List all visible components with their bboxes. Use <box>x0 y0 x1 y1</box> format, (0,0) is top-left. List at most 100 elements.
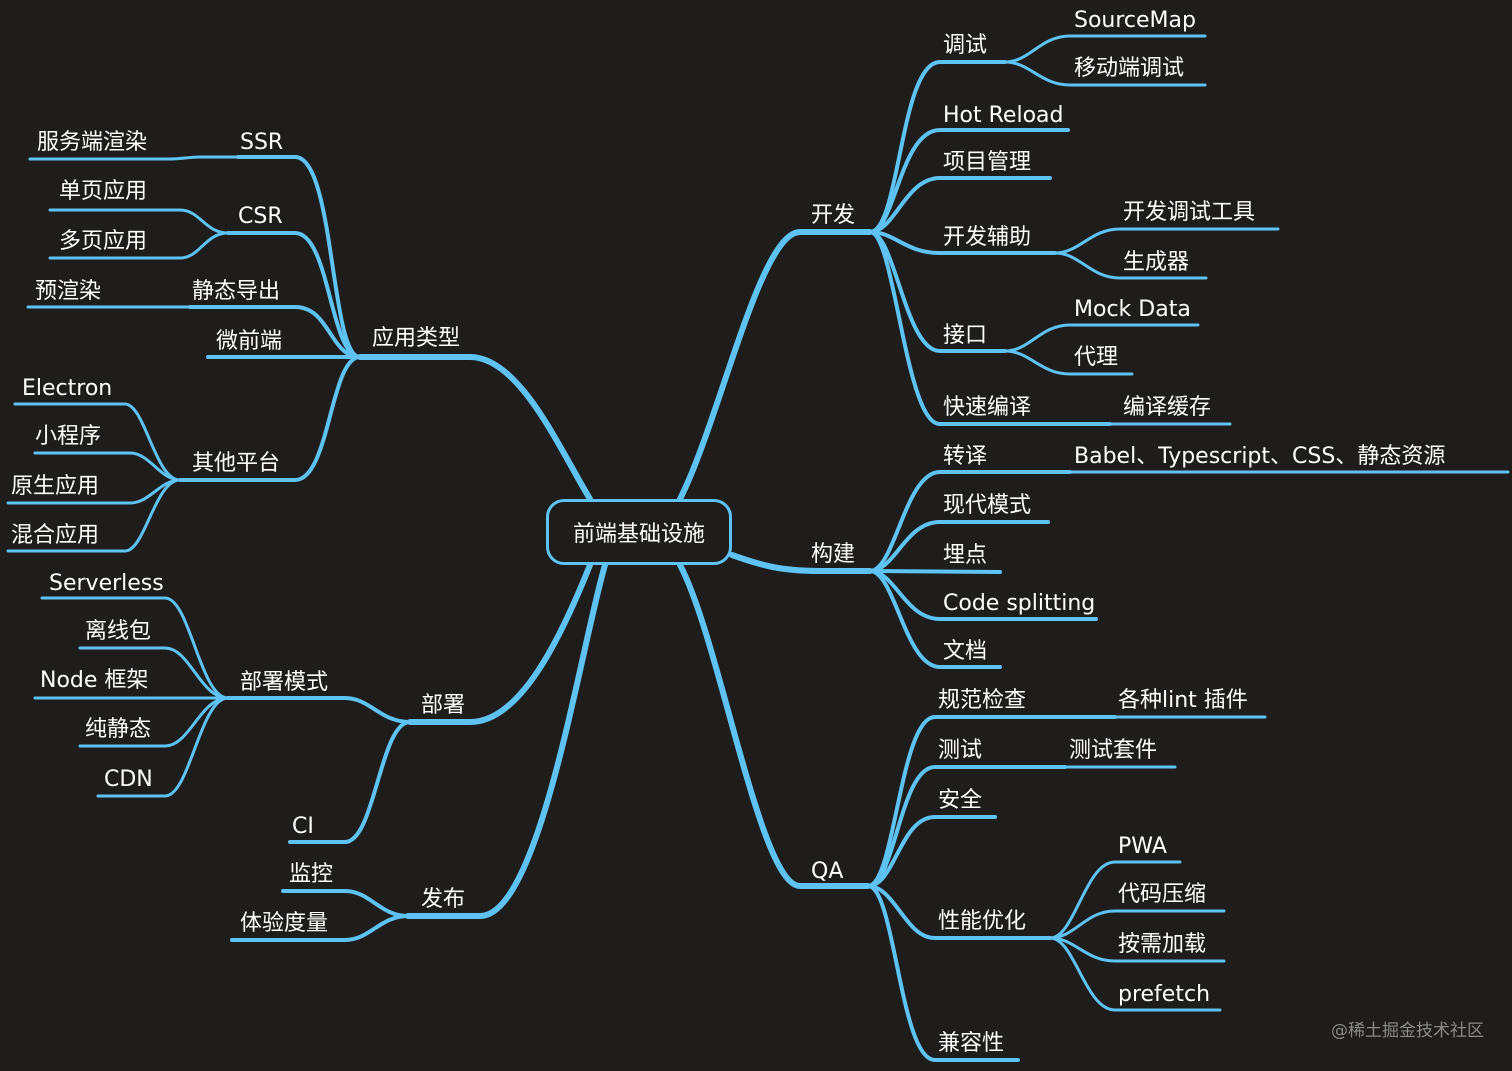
wire-cdn <box>96 696 230 798</box>
wire-compress <box>1048 909 1226 940</box>
node-modern[interactable]: 现代模式 <box>943 493 1032 518</box>
wire-mock <box>1003 323 1200 353</box>
wire-tracking <box>868 569 1002 574</box>
node-code-split[interactable]: Code splitting <box>943 591 1096 616</box>
node-prerender[interactable]: 预渲染 <box>35 279 102 304</box>
node-transpile-detail[interactable]: Babel、Typescript、CSS、静态资源 <box>1074 444 1446 469</box>
node-goujian[interactable]: 构建 <box>811 542 856 567</box>
node-ssr[interactable]: SSR <box>240 130 284 155</box>
node-deploy[interactable]: 部署 <box>421 693 466 718</box>
node-offline-pkg[interactable]: 离线包 <box>85 619 152 644</box>
node-compile-cache[interactable]: 编译缓存 <box>1123 395 1212 420</box>
wire-mode <box>226 696 412 724</box>
node-native[interactable]: 原生应用 <box>11 474 100 499</box>
wire-mpa <box>48 231 230 260</box>
node-hot-reload[interactable]: Hot Reload <box>943 103 1064 128</box>
node-apptype[interactable]: 应用类型 <box>372 326 461 351</box>
node-fast-compile[interactable]: 快速编译 <box>943 395 1032 420</box>
root-node[interactable]: 前端基础设施 <box>546 499 732 565</box>
node-api[interactable]: 接口 <box>943 323 988 348</box>
node-mobile-debug[interactable]: 移动端调试 <box>1074 56 1185 81</box>
wire-modern <box>868 520 1050 573</box>
wire-static-export <box>188 305 362 359</box>
node-other-platform[interactable]: 其他平台 <box>192 451 281 476</box>
node-pure-static[interactable]: 纯静态 <box>85 717 152 742</box>
node-transpile[interactable]: 转译 <box>943 444 988 469</box>
node-compat[interactable]: 兼容性 <box>938 1031 1005 1056</box>
node-mock[interactable]: Mock Data <box>1074 297 1191 322</box>
node-sourcemap[interactable]: SourceMap <box>1074 8 1196 33</box>
wire-root-qa <box>677 562 871 889</box>
wire-assist <box>868 230 1057 255</box>
node-lint[interactable]: 规范检查 <box>938 688 1027 713</box>
wire-mobile-debug <box>1003 60 1207 87</box>
node-kaifa[interactable]: 开发 <box>811 203 856 228</box>
wire-root-goujian <box>729 552 873 574</box>
node-static-export[interactable]: 静态导出 <box>192 279 281 304</box>
node-perf[interactable]: 性能优化 <box>938 909 1027 934</box>
node-tiaoshi[interactable]: 调试 <box>943 33 988 58</box>
wire-hot-reload <box>868 128 1070 234</box>
node-prefetch[interactable]: prefetch <box>1118 982 1211 1007</box>
node-ssr-detail[interactable]: 服务端渲染 <box>37 130 148 155</box>
wire-project-mgmt <box>868 176 1052 234</box>
node-experience[interactable]: 体验度量 <box>240 911 329 936</box>
node-serverless[interactable]: Serverless <box>49 571 164 596</box>
node-project-mgmt[interactable]: 项目管理 <box>943 150 1032 175</box>
wire-devtools <box>1053 227 1280 255</box>
node-mpa[interactable]: 多页应用 <box>59 229 148 254</box>
node-release[interactable]: 发布 <box>421 887 466 912</box>
node-electron[interactable]: Electron <box>22 376 113 401</box>
wire-spa <box>48 208 230 235</box>
wire-generator <box>1053 251 1208 280</box>
node-miniprogram[interactable]: 小程序 <box>35 424 102 449</box>
wire-electron <box>13 402 182 482</box>
wire-hybrid <box>6 478 182 553</box>
wire-root-release <box>405 562 608 919</box>
node-deploy-mode[interactable]: 部署模式 <box>240 670 329 695</box>
wire-miniprogram <box>33 451 182 482</box>
node-qa[interactable]: QA <box>811 859 844 884</box>
wire-experience <box>230 914 410 942</box>
wire-test <box>866 765 1067 888</box>
node-hybrid[interactable]: 混合应用 <box>11 523 100 548</box>
node-test-detail[interactable]: 测试套件 <box>1069 738 1158 763</box>
node-lint-detail[interactable]: 各种lint 插件 <box>1118 688 1248 713</box>
wire-pwa <box>1048 860 1182 940</box>
node-tracking[interactable]: 埋点 <box>943 543 988 568</box>
node-spa[interactable]: 单页应用 <box>59 179 148 204</box>
wire-ssr-detail <box>28 155 240 161</box>
wire-perf <box>866 884 1052 940</box>
wire-proxy <box>1003 349 1134 376</box>
node-compress[interactable]: 代码压缩 <box>1118 882 1207 907</box>
node-monitor[interactable]: 监控 <box>289 862 334 887</box>
node-docs[interactable]: 文档 <box>943 639 988 664</box>
node-security[interactable]: 安全 <box>938 788 983 813</box>
node-csr[interactable]: CSR <box>238 204 283 229</box>
watermark: @稀土掘金技术社区 <box>1331 1021 1484 1041</box>
node-node-fw[interactable]: Node 框架 <box>40 668 149 693</box>
wire-csr <box>226 231 362 359</box>
node-generator[interactable]: 生成器 <box>1123 250 1190 275</box>
wire-serverless <box>40 596 230 700</box>
wire-sourcemap <box>1003 34 1207 64</box>
node-assist[interactable]: 开发辅助 <box>943 225 1032 250</box>
wire-docs <box>868 569 1002 669</box>
wire-other-platform <box>178 355 362 482</box>
node-on-demand[interactable]: 按需加载 <box>1118 932 1207 957</box>
node-devtools[interactable]: 开发调试工具 <box>1123 200 1256 225</box>
node-cdn[interactable]: CDN <box>104 767 153 792</box>
node-pwa[interactable]: PWA <box>1118 834 1167 859</box>
wire-compat <box>866 884 1020 1062</box>
wire-ssr <box>236 155 362 359</box>
wire-security <box>866 815 997 888</box>
node-test[interactable]: 测试 <box>938 738 983 763</box>
wire-root-apptype <box>357 354 593 502</box>
node-micro-fe[interactable]: 微前端 <box>216 329 283 354</box>
wire-root-deploy <box>407 562 593 725</box>
wire-prefetch <box>1048 936 1222 1012</box>
node-ci[interactable]: CI <box>292 814 314 839</box>
node-proxy[interactable]: 代理 <box>1074 345 1119 370</box>
